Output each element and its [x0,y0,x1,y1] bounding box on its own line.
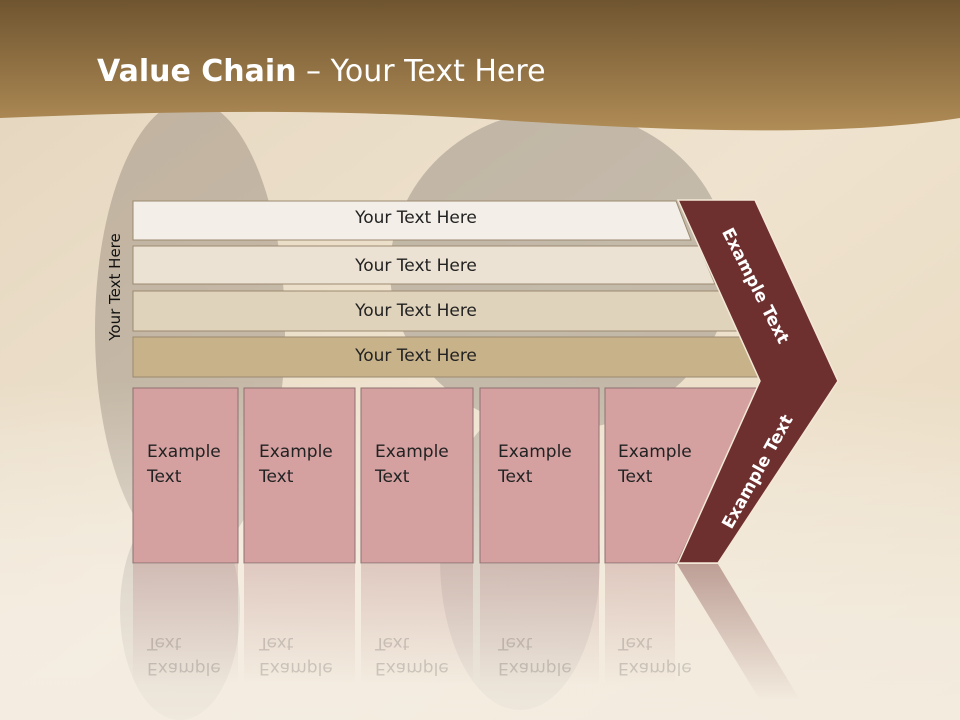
row-label-2: Your Text Here [355,256,477,276]
cell-text-2-line1: Example [259,442,333,462]
cell-text-4: Example Text [498,440,572,490]
cell-text-1-line1: Example [147,442,221,462]
cell-box-1 [132,387,239,564]
cell-text-2: Example Text [259,440,333,490]
cell-text-5-line1: Example [618,442,692,462]
row-bar-2 [132,245,716,285]
cell-boxes [132,387,761,564]
cell-text-1-line2: Text [147,467,182,487]
cell-text-1: Example Text [147,440,221,490]
row-label-1: Your Text Here [355,208,477,228]
cell-box-4 [479,387,600,564]
row-label-4: Your Text Here [355,346,477,366]
cell-text-3: Example Text [375,440,449,490]
reflections [133,564,800,700]
chevron-arrow [676,199,839,564]
cell-box-2 [243,387,356,564]
cell-text-5-line2: Text [618,467,653,487]
cell-text-2-line2: Text [259,467,294,487]
row-label-3: Your Text Here [355,301,477,321]
slide-title: Value Chain – Your Text Here [97,54,546,89]
title-bold: Value Chain [97,54,297,89]
cell-text-3-line1: Example [375,442,449,462]
title-rest: – Your Text Here [296,54,546,89]
side-label: Your Text Here [106,233,124,341]
cell-text-4-line1: Example [498,442,572,462]
row-bar-1 [132,200,692,241]
header-band [0,0,960,131]
cell-text-3-line2: Text [375,467,410,487]
cell-text-5: Example Text [618,440,692,490]
cell-box-5 [604,387,761,564]
cell-text-4-line2: Text [498,467,533,487]
cell-box-3 [360,387,474,564]
